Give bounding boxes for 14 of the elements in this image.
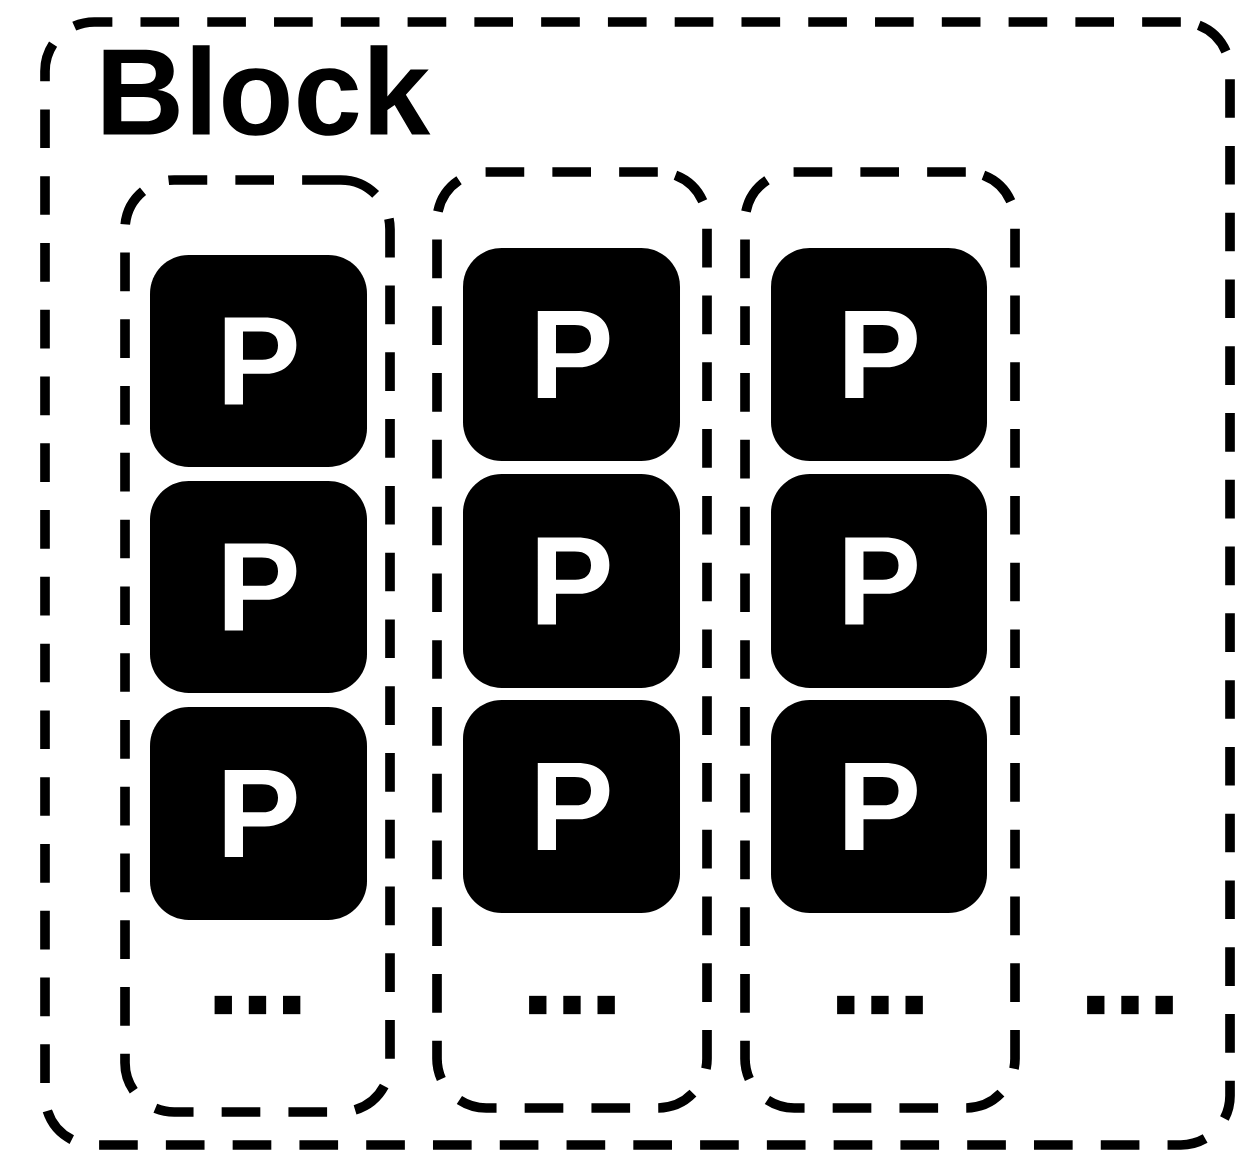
p-box: P (150, 481, 367, 693)
p-box: P (463, 248, 680, 461)
ellipsis: ... (214, 995, 301, 1015)
p-box: P (771, 700, 987, 913)
ellipsis: ... (1087, 995, 1173, 1015)
p-box: P (771, 474, 987, 688)
ellipsis: ... (837, 995, 923, 1015)
p-box: P (150, 255, 367, 467)
block-title: Block (103, 45, 431, 136)
p-box: P (463, 474, 680, 688)
ellipsis: ... (529, 995, 615, 1015)
p-box: P (771, 248, 987, 461)
p-box: P (463, 700, 680, 913)
p-box: P (150, 707, 367, 920)
